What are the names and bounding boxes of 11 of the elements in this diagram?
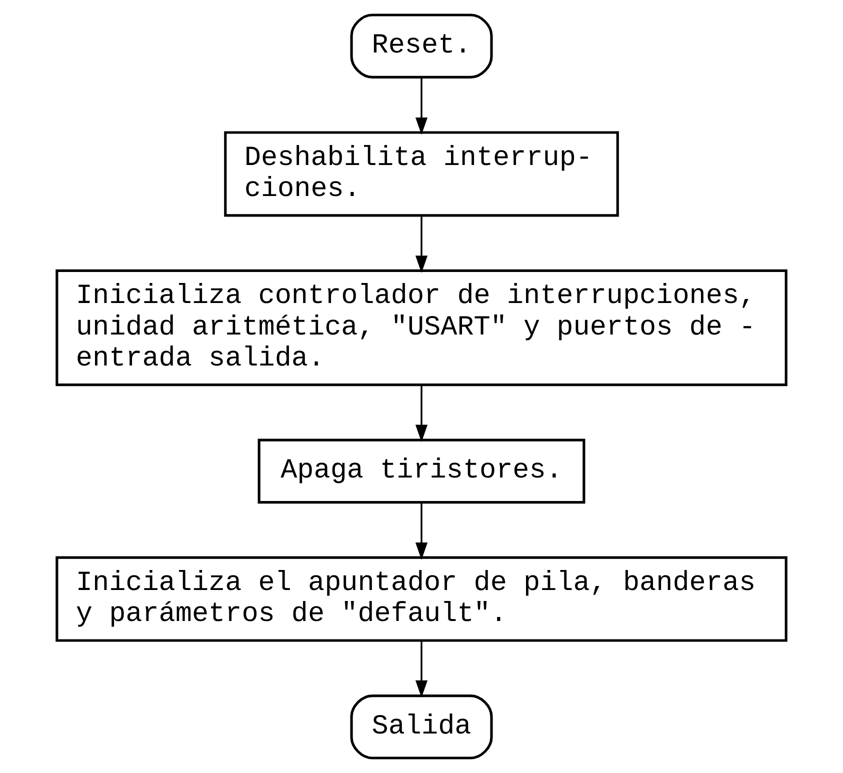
node-box: Salida — [350, 694, 493, 760]
node-box: Deshabilita interrup- ciones. — [224, 131, 619, 217]
arrow — [415, 77, 428, 135]
node-box: Reset. — [350, 14, 493, 78]
arrow — [415, 384, 428, 442]
node-box: Inicializa el apuntador de pila, banderas y parámetros de "default". — [56, 556, 788, 642]
arrow — [415, 502, 428, 560]
arrow — [415, 640, 428, 698]
node-box: Apaga tiristores. — [258, 438, 586, 504]
arrow — [415, 216, 428, 273]
node-box: Inicializa controlador de interrupciones, unidad aritmética, "USART" y puertos de - entrada salida. — [56, 269, 788, 386]
